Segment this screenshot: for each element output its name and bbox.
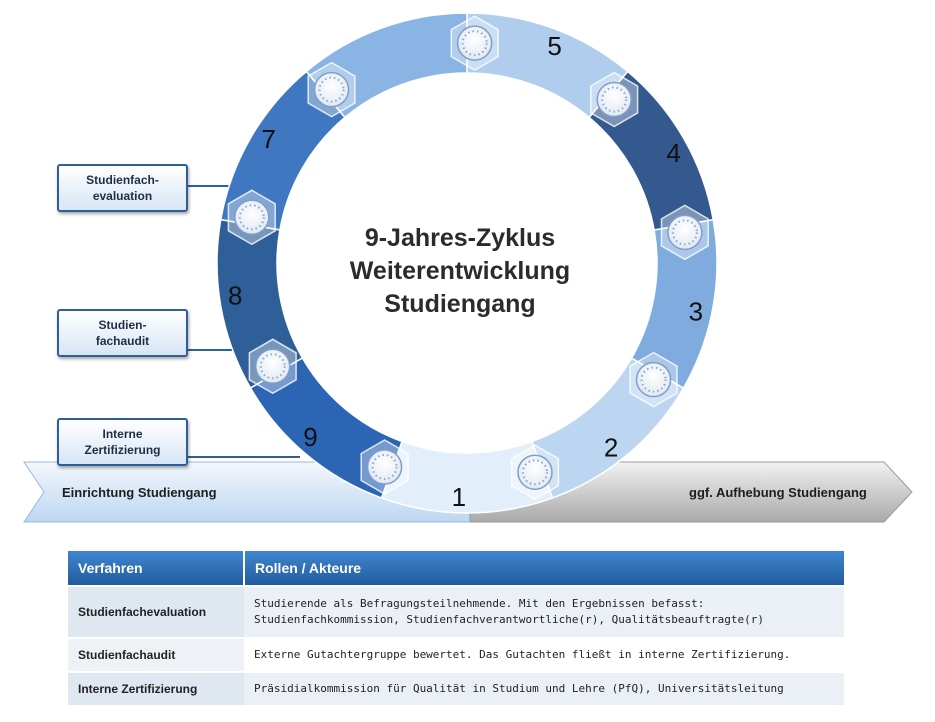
procedure-cell: Studienfachaudit bbox=[68, 637, 244, 672]
ring-segment-9 bbox=[249, 356, 403, 499]
cycle-badges bbox=[227, 15, 709, 501]
segment-number-8: 8 bbox=[228, 281, 242, 311]
clock-badge-icon bbox=[227, 189, 276, 246]
clock-badge-icon bbox=[248, 338, 297, 395]
clock-badge-icon bbox=[660, 204, 709, 261]
segment-number-2: 2 bbox=[604, 432, 618, 462]
label-interne-zertifizierung: Interne Zertifizierung bbox=[57, 418, 188, 466]
clock-badge-icon bbox=[360, 439, 409, 495]
roles-table: Verfahren Rollen / Akteure Studienfachev… bbox=[68, 551, 844, 705]
center-title-line-3: Studiengang bbox=[384, 290, 536, 318]
label-interne-zertifizierung-line-2: Zertifizierung bbox=[84, 443, 161, 457]
label-studienfachaudit-line-1: Studien- bbox=[98, 318, 147, 332]
cycle-diagram: 1 2 3 4 5 7 8 9 9-Jahres-Zyklus Weiterentwicklu… bbox=[23, 12, 913, 523]
roles-cell: Studierende als Befragungsteilnehmende. … bbox=[244, 585, 844, 638]
procedure-cell: Studienfachevaluation bbox=[68, 585, 244, 638]
label-interne-zertifizierung-line-1: Interne bbox=[102, 427, 143, 441]
ring-segment-5 bbox=[466, 12, 629, 119]
clock-badge-icon bbox=[450, 15, 499, 71]
clock-badge-icon bbox=[590, 71, 639, 128]
label-studienfachaudit: Studien- fachaudit bbox=[57, 309, 188, 357]
roles-cell: Präsidialkommission für Qualität in Stud… bbox=[244, 671, 844, 705]
center-title-line-2: Weiterentwicklung bbox=[349, 257, 571, 285]
segment-number-4: 4 bbox=[666, 138, 680, 168]
ring-segment-8 bbox=[216, 218, 304, 390]
label-studienfachevaluation-line-2: evaluation bbox=[92, 189, 153, 203]
table-header-row: Verfahren Rollen / Akteure bbox=[68, 551, 844, 586]
segment-number-1: 1 bbox=[452, 482, 466, 512]
table-row: Interne Zertifizierung Präsidialkommissi… bbox=[68, 671, 844, 705]
table-row: Studienfachevaluation Studierende als Be… bbox=[68, 585, 844, 638]
table-header-verfahren: Verfahren bbox=[68, 551, 245, 586]
clock-badge-icon bbox=[307, 61, 356, 118]
cycle-ring bbox=[216, 12, 718, 514]
ring-segment-3 bbox=[630, 218, 718, 390]
clock-badge-icon bbox=[510, 444, 560, 501]
cycle-diagram-canvas: 1 2 3 4 5 7 8 9 bbox=[23, 12, 913, 523]
segment-number-9: 9 bbox=[303, 422, 317, 452]
cycle-numbers: 1 2 3 4 5 7 8 9 bbox=[228, 31, 703, 512]
roles-cell-line-2: Studienfachkommission, Studienfachverant… bbox=[254, 613, 764, 626]
label-studienfachevaluation-line-1: Studienfach- bbox=[86, 173, 159, 187]
procedure-cell: Interne Zertifizierung bbox=[68, 671, 244, 705]
segment-number-3: 3 bbox=[689, 297, 703, 327]
roles-cell: Externe Gutachtergruppe bewertet. Das Gu… bbox=[244, 637, 844, 672]
arrow-right-label: ggf. Aufhebung Studiengang bbox=[689, 485, 867, 500]
table-header-rollen: Rollen / Akteure bbox=[244, 551, 844, 586]
table-row: Studienfachaudit Externe Gutachtergruppe… bbox=[68, 637, 844, 672]
clock-badge-icon bbox=[629, 351, 678, 408]
label-studienfachaudit-line-2: fachaudit bbox=[95, 334, 150, 348]
label-studienfachevaluation: Studienfach- evaluation bbox=[57, 164, 188, 212]
segment-number-5: 5 bbox=[547, 31, 561, 61]
center-title: 9-Jahres-Zyklus Weiterentwicklung Studie… bbox=[300, 222, 620, 321]
roles-cell-line-1: Studierende als Befragungsteilnehmende. … bbox=[254, 597, 705, 610]
arrow-left-label: Einrichtung Studiengang bbox=[62, 485, 217, 500]
segment-number-7: 7 bbox=[261, 124, 275, 154]
center-title-line-1: 9-Jahres-Zyklus bbox=[364, 224, 556, 252]
